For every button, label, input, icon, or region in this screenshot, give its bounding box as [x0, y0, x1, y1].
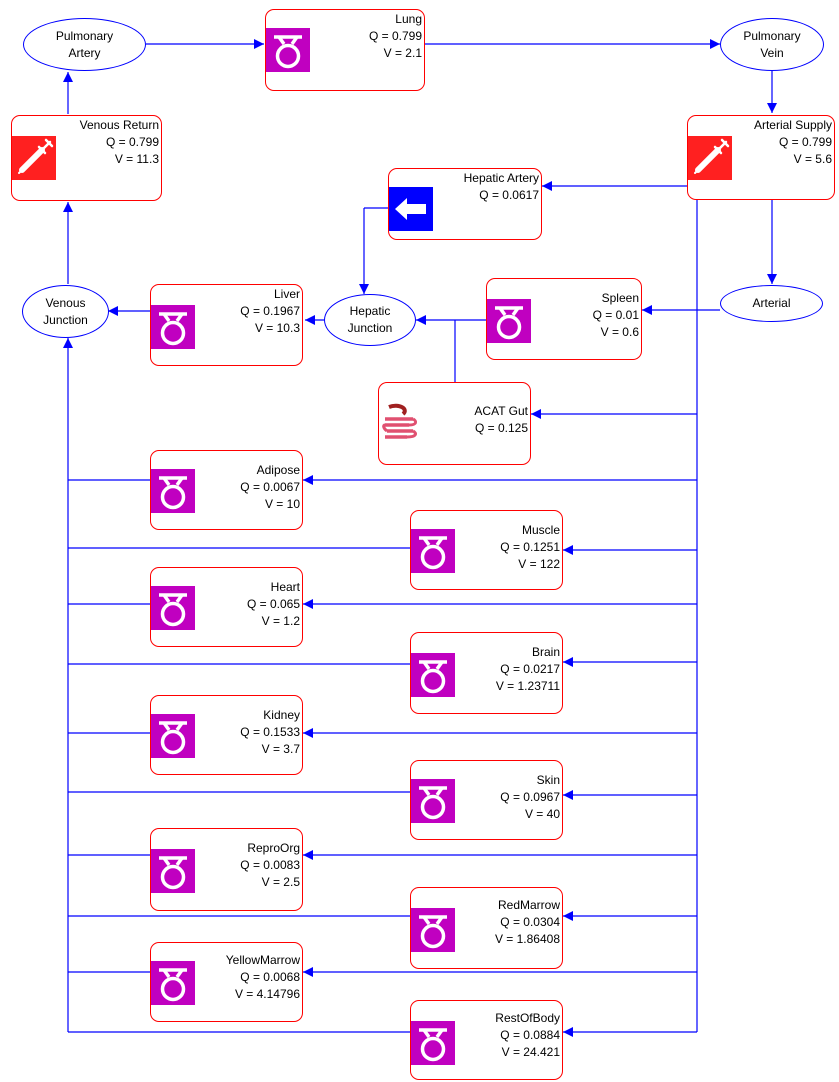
node-flow: Q = 0.799 — [368, 29, 422, 43]
arterial-junction[interactable]: Arterial — [720, 285, 823, 322]
node-flow: Q = 0.0067 — [240, 480, 300, 494]
compartment-icon — [151, 714, 195, 758]
node-volume: V = 40 — [524, 807, 560, 821]
hepatic-artery-node[interactable]: Hepatic Artery Q = 0.0617 — [388, 168, 542, 240]
intestine-icon — [379, 401, 423, 445]
compartment-icon — [487, 299, 531, 343]
node-flow: Q = 0.0884 — [500, 1028, 560, 1042]
syringe-icon — [688, 136, 732, 180]
node-name: Muscle — [521, 523, 560, 537]
node-name: Liver — [273, 287, 300, 301]
node-name: Hepatic Artery — [463, 171, 539, 185]
node-volume: V = 5.6 — [793, 152, 832, 166]
node-flow: Q = 0.1533 — [240, 725, 300, 739]
node-flow: Q = 0.0217 — [500, 662, 560, 676]
compartment-icon — [411, 908, 455, 952]
compartment-icon — [151, 849, 195, 893]
junction-label: Venous — [45, 295, 86, 310]
node-name: RedMarrow — [497, 898, 560, 912]
node-volume: V = 24.421 — [501, 1045, 560, 1059]
junction-label: Junction — [43, 312, 88, 327]
acat-gut-node[interactable]: ACAT Gut Q = 0.125 — [378, 382, 531, 465]
node-volume: V = 2.1 — [383, 46, 422, 60]
node-flow: Q = 0.799 — [105, 135, 159, 149]
node-name: Brain — [531, 645, 560, 659]
compartment-icon — [411, 653, 455, 697]
node-name: Arterial Supply — [753, 118, 832, 132]
compartment-icon — [411, 529, 455, 573]
node-name: Adipose — [256, 463, 300, 477]
junction-label: Vein — [760, 45, 784, 60]
node-volume: V = 122 — [518, 557, 560, 571]
node-volume: V = 2.5 — [261, 875, 300, 889]
liver-node[interactable]: Liver Q = 0.1967 V = 10.3 — [150, 284, 303, 366]
node-flow: Q = 0.125 — [474, 421, 528, 435]
junction-label: Arterial — [752, 296, 791, 310]
node-volume: V = 11.3 — [114, 152, 159, 166]
node-volume: V = 3.7 — [261, 742, 300, 756]
node-flow: Q = 0.1967 — [240, 304, 300, 318]
spleen-node[interactable]: Spleen Q = 0.01 V = 0.6 — [486, 278, 642, 360]
node-name: Lung — [395, 12, 422, 26]
junction-label: Junction — [347, 321, 393, 335]
node-volume: V = 10 — [264, 497, 300, 511]
node-name: RestOfBody — [495, 1011, 560, 1025]
junction-label: Pulmonary — [55, 28, 114, 43]
compartment-icon — [151, 469, 195, 513]
node-flow: Q = 0.0304 — [500, 915, 560, 929]
junction-label: Hepatic — [349, 304, 391, 318]
lung-node[interactable]: Lung Q = 0.799 V = 2.1 — [265, 9, 425, 91]
node-volume: V = 10.3 — [254, 321, 300, 335]
compartment-icon — [266, 28, 310, 72]
junction-label: Pulmonary — [743, 28, 801, 43]
node-name: Spleen — [601, 291, 639, 305]
muscle-node[interactable]: Muscle Q = 0.1251 V = 122 — [410, 510, 563, 590]
node-flow: Q = 0.0083 — [240, 858, 300, 872]
node-name: Kidney — [263, 708, 300, 722]
node-name: Skin — [536, 773, 560, 787]
kidney-node[interactable]: Kidney Q = 0.1533 V = 3.7 — [150, 695, 303, 775]
node-flow: Q = 0.1251 — [500, 540, 560, 554]
node-volume: V = 1.23711 — [495, 679, 560, 693]
compartment-icon — [411, 1021, 455, 1065]
brain-node[interactable]: Brain Q = 0.0217 V = 1.23711 — [410, 632, 563, 714]
node-flow: Q = 0.0617 — [479, 188, 539, 202]
skin-node[interactable]: Skin Q = 0.0967 V = 40 — [410, 760, 563, 840]
arterial-supply-node[interactable]: Arterial Supply Q = 0.799 V = 5.6 — [687, 115, 835, 200]
junction-label: Artery — [68, 45, 101, 60]
node-name: ReproOrg — [247, 841, 300, 855]
node-volume: V = 4.14796 — [234, 987, 300, 1001]
node-flow: Q = 0.799 — [778, 135, 832, 149]
yellow-marrow-node[interactable]: YellowMarrow Q = 0.0068 V = 4.14796 — [150, 942, 303, 1022]
heart-node[interactable]: Heart Q = 0.065 V = 1.2 — [150, 567, 303, 647]
compartment-icon — [151, 586, 195, 630]
node-flow: Q = 0.0068 — [240, 970, 300, 984]
compartment-icon — [151, 961, 195, 1005]
compartment-icon — [151, 305, 195, 349]
rest-of-body-node[interactable]: RestOfBody Q = 0.0884 V = 24.421 — [410, 1000, 563, 1080]
red-marrow-node[interactable]: RedMarrow Q = 0.0304 V = 1.86408 — [410, 887, 563, 969]
node-name: Venous Return — [79, 118, 159, 132]
left-arrow-icon — [389, 187, 433, 231]
venous-return-node[interactable]: Venous Return Q = 0.799 V = 11.3 — [11, 115, 162, 201]
node-volume: V = 1.86408 — [494, 932, 560, 946]
node-flow: Q = 0.0967 — [500, 790, 560, 804]
compartment-icon — [411, 779, 455, 823]
node-volume: V = 1.2 — [261, 614, 300, 628]
syringe-icon — [12, 136, 56, 180]
node-name: Heart — [270, 580, 300, 594]
node-volume: V = 0.6 — [600, 325, 639, 339]
adipose-node[interactable]: Adipose Q = 0.0067 V = 10 — [150, 450, 303, 530]
node-name: YellowMarrow — [225, 953, 300, 967]
node-flow: Q = 0.065 — [246, 597, 300, 611]
node-flow: Q = 0.01 — [592, 308, 639, 322]
repro-org-node[interactable]: ReproOrg Q = 0.0083 V = 2.5 — [150, 828, 303, 911]
node-name: ACAT Gut — [474, 404, 528, 418]
